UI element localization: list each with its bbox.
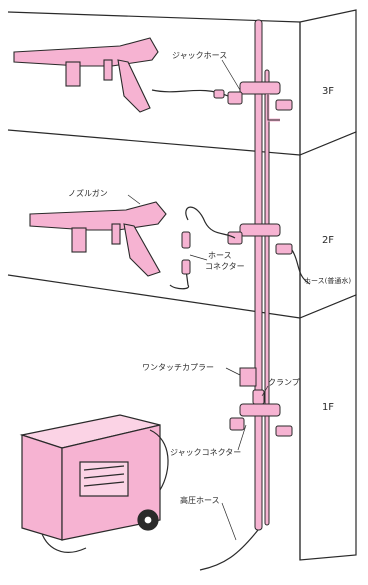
label-jack-connector: ジャックコネクター — [170, 448, 241, 457]
machine-panel — [79, 461, 129, 497]
floor-label-2f: 2F — [322, 235, 334, 246]
label-high-pressure-hose: 高圧ホース — [180, 495, 220, 505]
manifold-3f — [227, 81, 293, 122]
jack-hose-fitting — [213, 89, 225, 99]
gun-trigger-3f — [103, 59, 113, 81]
gun-handle-2f — [123, 223, 161, 277]
leader-lines — [127, 59, 269, 541]
machine-front — [21, 434, 63, 541]
valve-right-2f — [275, 243, 293, 255]
nozzle-gun-3f — [13, 37, 159, 113]
riser-pipe-secondary — [264, 69, 270, 526]
clamp-part — [252, 389, 265, 405]
label-nozzle-gun: ノズルガン — [68, 188, 108, 198]
hose-connector-a — [181, 231, 191, 249]
leader-hose-connector — [189, 254, 208, 261]
hose-2f-connector — [185, 206, 236, 239]
one-touch-coupler-box — [239, 367, 257, 387]
building-side-3f — [299, 9, 357, 156]
vent-line-2 — [83, 473, 125, 479]
gun-barrel-2f — [29, 201, 167, 231]
manifold-body-3f — [239, 81, 281, 95]
building-side-2f — [299, 131, 357, 319]
hoses — [39, 89, 311, 571]
manifold-1f — [229, 389, 293, 437]
label-clamp: クランプ — [268, 378, 300, 387]
floor-label-3f: 3F — [322, 86, 334, 97]
hose-connector-parts — [181, 89, 225, 275]
vent-line-3 — [83, 481, 125, 487]
leader-jack-hose — [221, 59, 241, 91]
nozzle-gun-2f — [29, 201, 167, 277]
machine-handle — [149, 429, 169, 491]
label-hose-water: ホース(普通水) — [304, 276, 351, 285]
vent-line-1 — [83, 465, 125, 471]
valve-right-1f — [275, 425, 293, 437]
label-jack-hose: ジャックホース — [172, 51, 227, 60]
floor-line-top — [7, 11, 301, 23]
gun-grip-2f — [71, 227, 87, 253]
leader-clamp — [261, 385, 269, 397]
label-one-touch-coupler: ワンタッチカプラー — [142, 363, 214, 372]
building — [7, 9, 357, 561]
gun-handle-3f — [117, 59, 151, 113]
floor-line-2f — [7, 274, 301, 319]
gun-grip-3f — [65, 61, 81, 87]
leader-coupler — [225, 367, 241, 376]
floor-line-3f — [7, 129, 301, 156]
label-hose-connector-1: ホース — [208, 251, 232, 260]
building-side-1f — [299, 294, 357, 561]
leader-jack-connector — [237, 424, 247, 451]
riser-pipe-main — [254, 19, 263, 531]
labels: ジャックホース ノズルガン ホース コネクター ホース(普通水) ワンタッチカプ… — [68, 51, 351, 505]
label-hose-connector-2: コネクター — [205, 262, 245, 271]
valve-right-3f — [275, 99, 293, 111]
manifold-body-1f — [239, 403, 281, 417]
machine-wheel-hub — [143, 515, 153, 525]
manifold-body-2f — [239, 223, 281, 237]
washer-machine — [19, 414, 169, 541]
gun-barrel-3f — [13, 37, 159, 67]
hose-2f-lower — [169, 261, 190, 290]
water-hose — [291, 249, 311, 285]
gun-trigger-2f — [111, 223, 121, 245]
leader-nozzle-gun — [127, 194, 141, 205]
valve-left-1f — [229, 417, 245, 431]
high-pressure-hose — [199, 529, 259, 571]
valve-left-3f — [227, 91, 243, 105]
hose-connector-b — [181, 259, 191, 275]
floor-label-1f: 1F — [322, 402, 334, 413]
leader-high-pressure — [221, 502, 237, 541]
